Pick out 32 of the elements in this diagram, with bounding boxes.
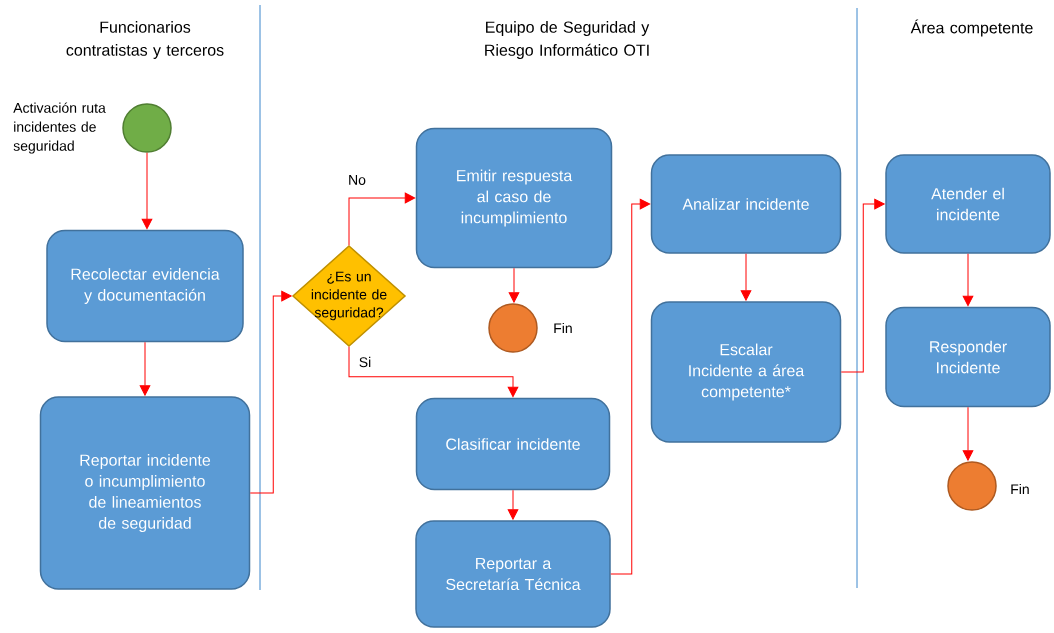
process-box: Recolectar evidencia y documentación — [46, 229, 244, 343]
arrow — [507, 489, 519, 520]
process-box: Reportar incidente o incumplimiento de lineamientos de seguridad — [39, 396, 251, 590]
arrow — [840, 198, 885, 373]
edge-label: No — [347, 174, 367, 186]
process-box: Responder Incidente — [885, 306, 1051, 408]
process-box: Analizar incidente — [650, 154, 842, 254]
lane-heading: Área competente — [910, 19, 1033, 37]
arrow — [141, 152, 153, 230]
process-box: Clasificar incidente — [415, 397, 611, 491]
process-box: Escalar Incidente a área competente* — [650, 301, 842, 443]
node-caption: Fin — [1011, 483, 1029, 495]
lane-heading: Funcionarios contratistas y terceros — [66, 21, 224, 59]
arrow — [348, 346, 519, 398]
start-circle — [122, 103, 172, 153]
end-circle — [488, 303, 538, 353]
arrow — [962, 253, 974, 307]
process-box: Atender el incidente — [885, 154, 1051, 254]
arrow — [249, 290, 292, 494]
process-box: Reportar a Secretaría Técnica — [415, 520, 611, 628]
arrow — [508, 267, 520, 303]
node-caption: Activación ruta incidentes de seguridad — [13, 102, 106, 154]
process-box: Emitir respuesta al caso de incumplimiento — [415, 127, 613, 269]
node-caption: Fin — [554, 322, 572, 334]
arrow — [962, 406, 974, 461]
arrow — [740, 253, 752, 301]
arrow — [610, 198, 651, 575]
lane-heading: Equipo de Seguridad y Riesgo Informático OTI — [485, 21, 650, 59]
arrow — [139, 341, 151, 396]
edge-label: Si — [357, 355, 373, 369]
arrow — [348, 192, 416, 246]
end-circle — [947, 461, 997, 511]
